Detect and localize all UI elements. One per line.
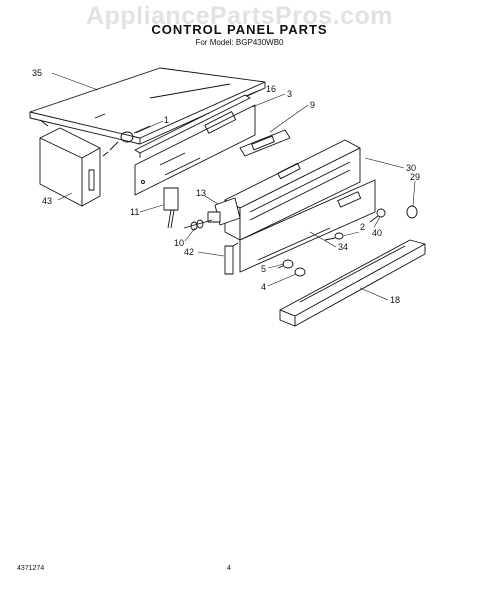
part-3-back-panel bbox=[134, 104, 256, 196]
part-29-end-cap bbox=[406, 205, 418, 219]
part-34-front-panel bbox=[239, 179, 376, 273]
callout-40: 40 bbox=[372, 228, 382, 238]
callout-35: 35 bbox=[32, 68, 42, 78]
page-number: 4 bbox=[227, 565, 231, 572]
callout-2: 2 bbox=[360, 222, 365, 232]
callout-3: 3 bbox=[287, 89, 292, 99]
callout-42: 42 bbox=[184, 247, 194, 257]
callout-29: 29 bbox=[410, 172, 420, 182]
callout-5: 5 bbox=[261, 264, 266, 274]
callout-1: 1 bbox=[164, 115, 169, 125]
part-5-washer bbox=[277, 259, 294, 269]
part-4-nut bbox=[294, 267, 306, 277]
watermark: AppliancePartsPros.com bbox=[86, 2, 393, 30]
callout-9: 9 bbox=[310, 100, 315, 110]
part-16-rail bbox=[134, 94, 251, 158]
part-10-spring bbox=[183, 219, 213, 231]
callout-13: 13 bbox=[196, 188, 206, 198]
callout-18: 18 bbox=[390, 295, 400, 305]
callout-34: 34 bbox=[338, 242, 348, 252]
callout-11: 11 bbox=[130, 207, 139, 217]
document-number: 4371274 bbox=[17, 565, 45, 572]
part-2-screw bbox=[324, 232, 344, 241]
callout-43: 43 bbox=[42, 196, 52, 206]
part-42-clip bbox=[224, 242, 239, 275]
callout-4: 4 bbox=[261, 282, 266, 292]
part-11-switch bbox=[163, 187, 179, 229]
callout-16: 16 bbox=[266, 84, 276, 94]
part-1-knob bbox=[102, 125, 151, 157]
part-13-bracket bbox=[207, 197, 241, 226]
part-18-trim-strip bbox=[279, 239, 426, 327]
callout-30: 30 bbox=[406, 163, 416, 173]
callout-10: 10 bbox=[174, 238, 184, 248]
part-9-display-board bbox=[239, 129, 291, 157]
part-43-side-box bbox=[39, 127, 101, 207]
part-40-screw bbox=[369, 208, 386, 223]
model-subtitle: For Model: BGP430WB0 bbox=[195, 38, 284, 47]
page-title: CONTROL PANEL PARTS bbox=[151, 22, 328, 37]
